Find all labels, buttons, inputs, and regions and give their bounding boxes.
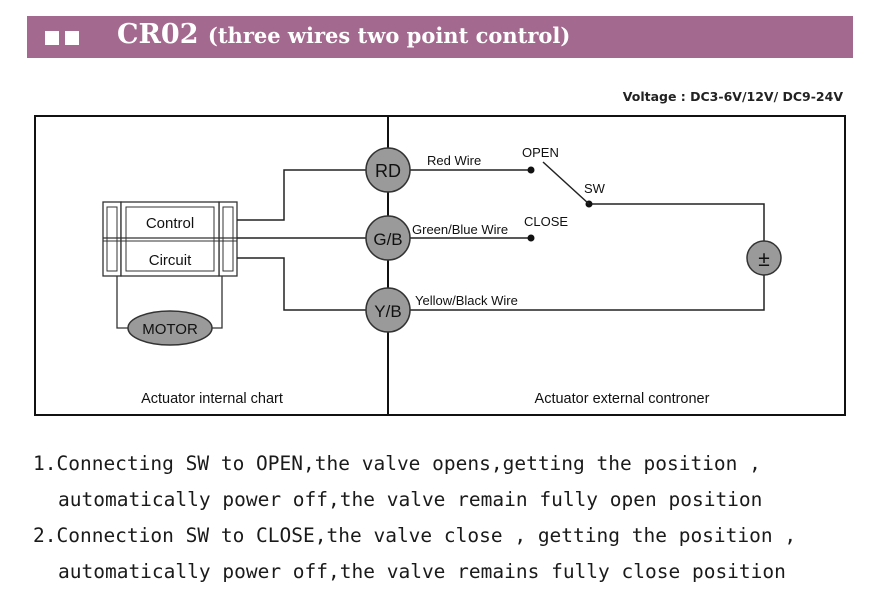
wire-label-green-blue: Green/Blue Wire	[412, 222, 508, 237]
wire-internal-yellow	[237, 257, 366, 311]
square-bullet-icon	[45, 31, 59, 45]
open-contact	[527, 166, 535, 174]
svg-text:RD: RD	[375, 161, 401, 181]
circuit-label: Circuit	[149, 252, 192, 269]
wire-yellow-black	[410, 275, 765, 311]
title-banner: CR02 (three wires two point control)	[27, 16, 853, 58]
external-panel-label: Actuator external controner	[535, 391, 710, 407]
model-name: CR02	[117, 19, 199, 50]
banner-title: CR02 (three wires two point control)	[117, 19, 570, 50]
switch-lever	[542, 161, 590, 205]
internal-panel-label: Actuator internal chart	[141, 391, 283, 407]
motor	[127, 310, 213, 346]
wire-label-yellow-black: Yellow/Black Wire	[415, 293, 518, 308]
control-circuit-block: Control Circuit	[102, 201, 238, 277]
wire-internal-red	[237, 169, 366, 221]
wiring-diagram: Control Circuit MOTOR RD G/B Y/B Red Wir…	[34, 115, 846, 416]
motor-label: MOTOR	[142, 321, 198, 338]
wire-switch-to-power	[589, 203, 765, 241]
svg-text:Y/B: Y/B	[374, 302, 401, 321]
instruction-2-line-2: automatically power off,the valve remain…	[58, 560, 786, 583]
wire-label-red: Red Wire	[427, 153, 481, 168]
svg-text:G/B: G/B	[373, 230, 402, 249]
close-label: CLOSE	[524, 214, 568, 229]
power-source-icon: ±	[746, 240, 782, 276]
svg-text:±: ±	[758, 248, 770, 271]
instructions: 1.Connecting SW to OPEN,the valve opens,…	[33, 446, 863, 590]
banner-subtitle: (three wires two point control)	[207, 23, 571, 48]
terminal-gb: G/B	[365, 215, 411, 261]
instruction-1-line-2: automatically power off,the valve remain…	[58, 488, 763, 511]
switch-label: SW	[584, 181, 606, 196]
instruction-1-line-1: 1.Connecting SW to OPEN,the valve opens,…	[33, 452, 761, 475]
instruction-2-line-1: 2.Connection SW to CLOSE,the valve close…	[33, 524, 797, 547]
terminal-rd: RD	[365, 147, 411, 193]
square-bullet-icon	[65, 31, 79, 45]
close-contact	[527, 234, 535, 242]
terminal-yb: Y/B	[365, 287, 411, 333]
control-label: Control	[146, 215, 194, 232]
voltage-label: Voltage : DC3-6V/12V/ DC9-24V	[622, 89, 843, 104]
open-label: OPEN	[522, 145, 559, 160]
diagram-frame	[34, 115, 846, 416]
